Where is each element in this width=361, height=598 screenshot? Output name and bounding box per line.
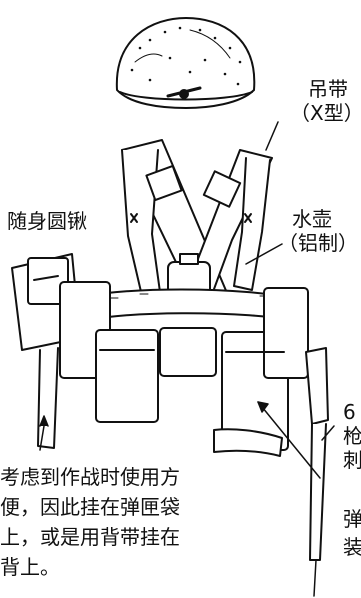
magazine-pouch-label: 弹 装 [343,505,361,561]
bayonet-label: 6 枪 刺 [343,400,361,472]
usage-note-line2: 便，因此挂在弹匣袋 [0,495,180,519]
magazine-pouch-label-char1: 弹 [343,507,361,531]
suspenders-label-line2: （X型） [290,101,361,125]
bayonet-label-char3: 刺 [343,448,361,472]
shovel-label: 随身圆锹 [7,209,87,233]
canteen-label-line1: 水壶 [292,207,332,231]
canteen-label: 水壶 （铝制） [278,207,358,255]
leader-lines [39,121,335,479]
usage-note-line3: 上，或是用背带挂在 [0,525,180,549]
magazine-pouches [59,281,309,457]
helmet [115,17,256,109]
suspenders-label-line1: 吊带 [308,77,348,101]
magazine-pouch-label-char2: 装 [343,535,361,559]
canteen-label-line2: （铝制） [278,231,358,255]
bayonet-label-char2: 枪 [343,424,361,448]
bayonet-label-char1: 6 [343,400,356,424]
bayonet [305,347,329,597]
suspenders-label: 吊带 （X型） [290,77,361,125]
usage-note-line1: 考虑到作战时使用方 [0,465,180,489]
usage-note-line4: 背上。 [0,555,60,579]
usage-note: 考虑到作战时使用方 便，因此挂在弹匣袋 上，或是用背带挂在 背上。 [0,462,180,582]
